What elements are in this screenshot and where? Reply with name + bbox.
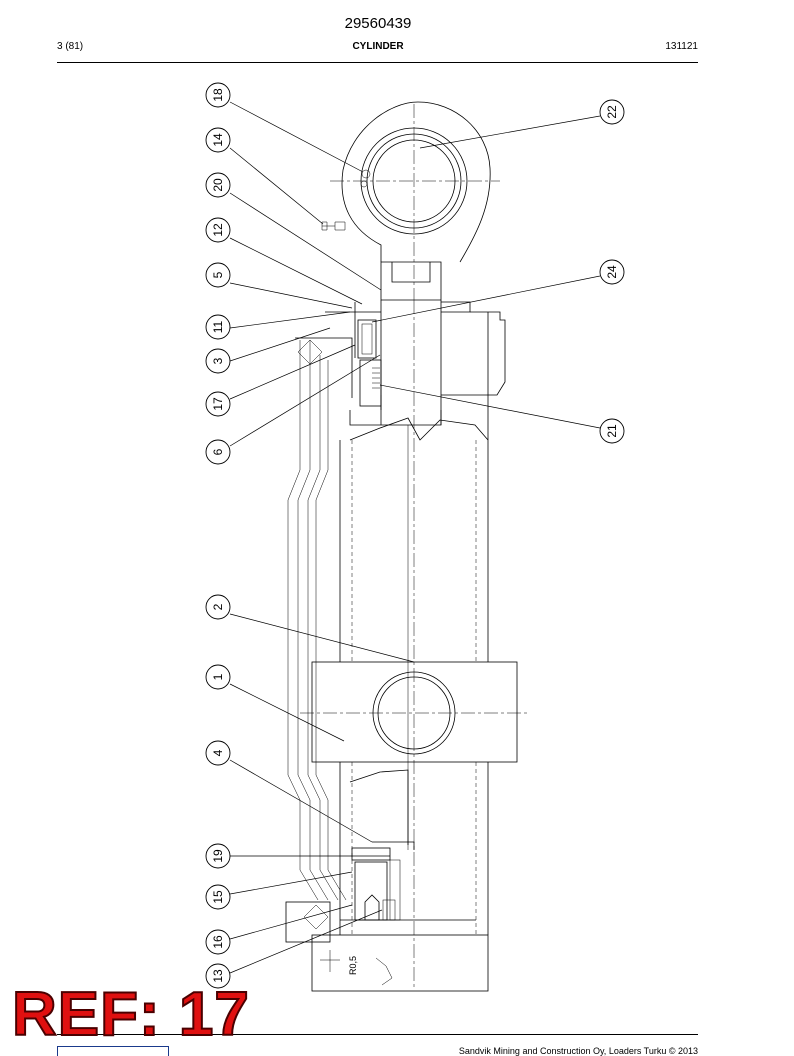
balloon-label: 4 bbox=[211, 749, 225, 756]
balloon-6: 6 bbox=[205, 439, 231, 465]
balloon-20: 20 bbox=[205, 172, 231, 198]
balloon-label: 20 bbox=[211, 178, 225, 192]
balloon-label: 2 bbox=[211, 603, 225, 610]
balloon-label: 17 bbox=[211, 397, 225, 411]
balloon-label: 19 bbox=[211, 849, 225, 863]
balloon-label: 13 bbox=[211, 969, 225, 983]
balloon-16: 16 bbox=[205, 929, 231, 955]
balloon-15: 15 bbox=[205, 884, 231, 910]
balloon-13: 13 bbox=[205, 963, 231, 989]
balloon-22: 22 bbox=[599, 99, 625, 125]
balloon-11: 11 bbox=[205, 314, 231, 340]
balloon-label: 24 bbox=[605, 265, 619, 279]
balloon-label: 3 bbox=[211, 357, 225, 364]
balloon-label: 1 bbox=[211, 673, 225, 680]
document-title: CYLINDER bbox=[352, 41, 404, 52]
footer-rule bbox=[57, 1034, 698, 1035]
balloon-label: 22 bbox=[605, 105, 619, 119]
balloon-5: 5 bbox=[205, 262, 231, 288]
balloon-3: 3 bbox=[205, 348, 231, 374]
balloon-4: 4 bbox=[205, 740, 231, 766]
trunnion bbox=[300, 661, 528, 763]
balloon-label: 11 bbox=[211, 320, 225, 333]
balloon-label: 12 bbox=[211, 223, 225, 237]
balloon-18: 18 bbox=[205, 82, 231, 108]
reference-stamp: REF: 17 bbox=[11, 980, 250, 1049]
balloon-24: 24 bbox=[599, 259, 625, 285]
balloon-label: 16 bbox=[211, 935, 225, 949]
cylinder-head bbox=[295, 301, 506, 441]
leader-lines bbox=[229, 101, 601, 974]
balloon-12: 12 bbox=[205, 217, 231, 243]
balloon-label: 14 bbox=[211, 133, 225, 147]
balloon-2: 2 bbox=[205, 594, 231, 620]
document-number: 29560439 bbox=[344, 15, 412, 32]
company-logo bbox=[57, 1046, 169, 1056]
balloon-1: 1 bbox=[205, 664, 231, 690]
balloon-17: 17 bbox=[205, 391, 231, 417]
balloon-14: 14 bbox=[205, 127, 231, 153]
balloon-label: 18 bbox=[211, 88, 225, 102]
balloon-label: 21 bbox=[605, 424, 619, 438]
balloon-label: 15 bbox=[211, 890, 225, 904]
balloon-19: 19 bbox=[205, 843, 231, 869]
footer-copyright: Sandvik Mining and Construction Oy, Load… bbox=[458, 1046, 698, 1056]
balloon-label: 6 bbox=[211, 448, 225, 455]
rod-eye bbox=[321, 101, 500, 300]
document-date: 131121 bbox=[665, 41, 698, 52]
hydraulic-pipe bbox=[287, 340, 347, 901]
rod-head bbox=[380, 261, 442, 425]
balloon-21: 21 bbox=[599, 418, 625, 444]
surface-roughness-note: R0,5 bbox=[348, 956, 358, 975]
page-indicator: 3 (81) bbox=[57, 41, 84, 52]
barrel bbox=[339, 300, 489, 990]
header-rule bbox=[57, 62, 698, 63]
lower-barrel bbox=[339, 762, 489, 935]
balloon-label: 5 bbox=[211, 271, 225, 278]
